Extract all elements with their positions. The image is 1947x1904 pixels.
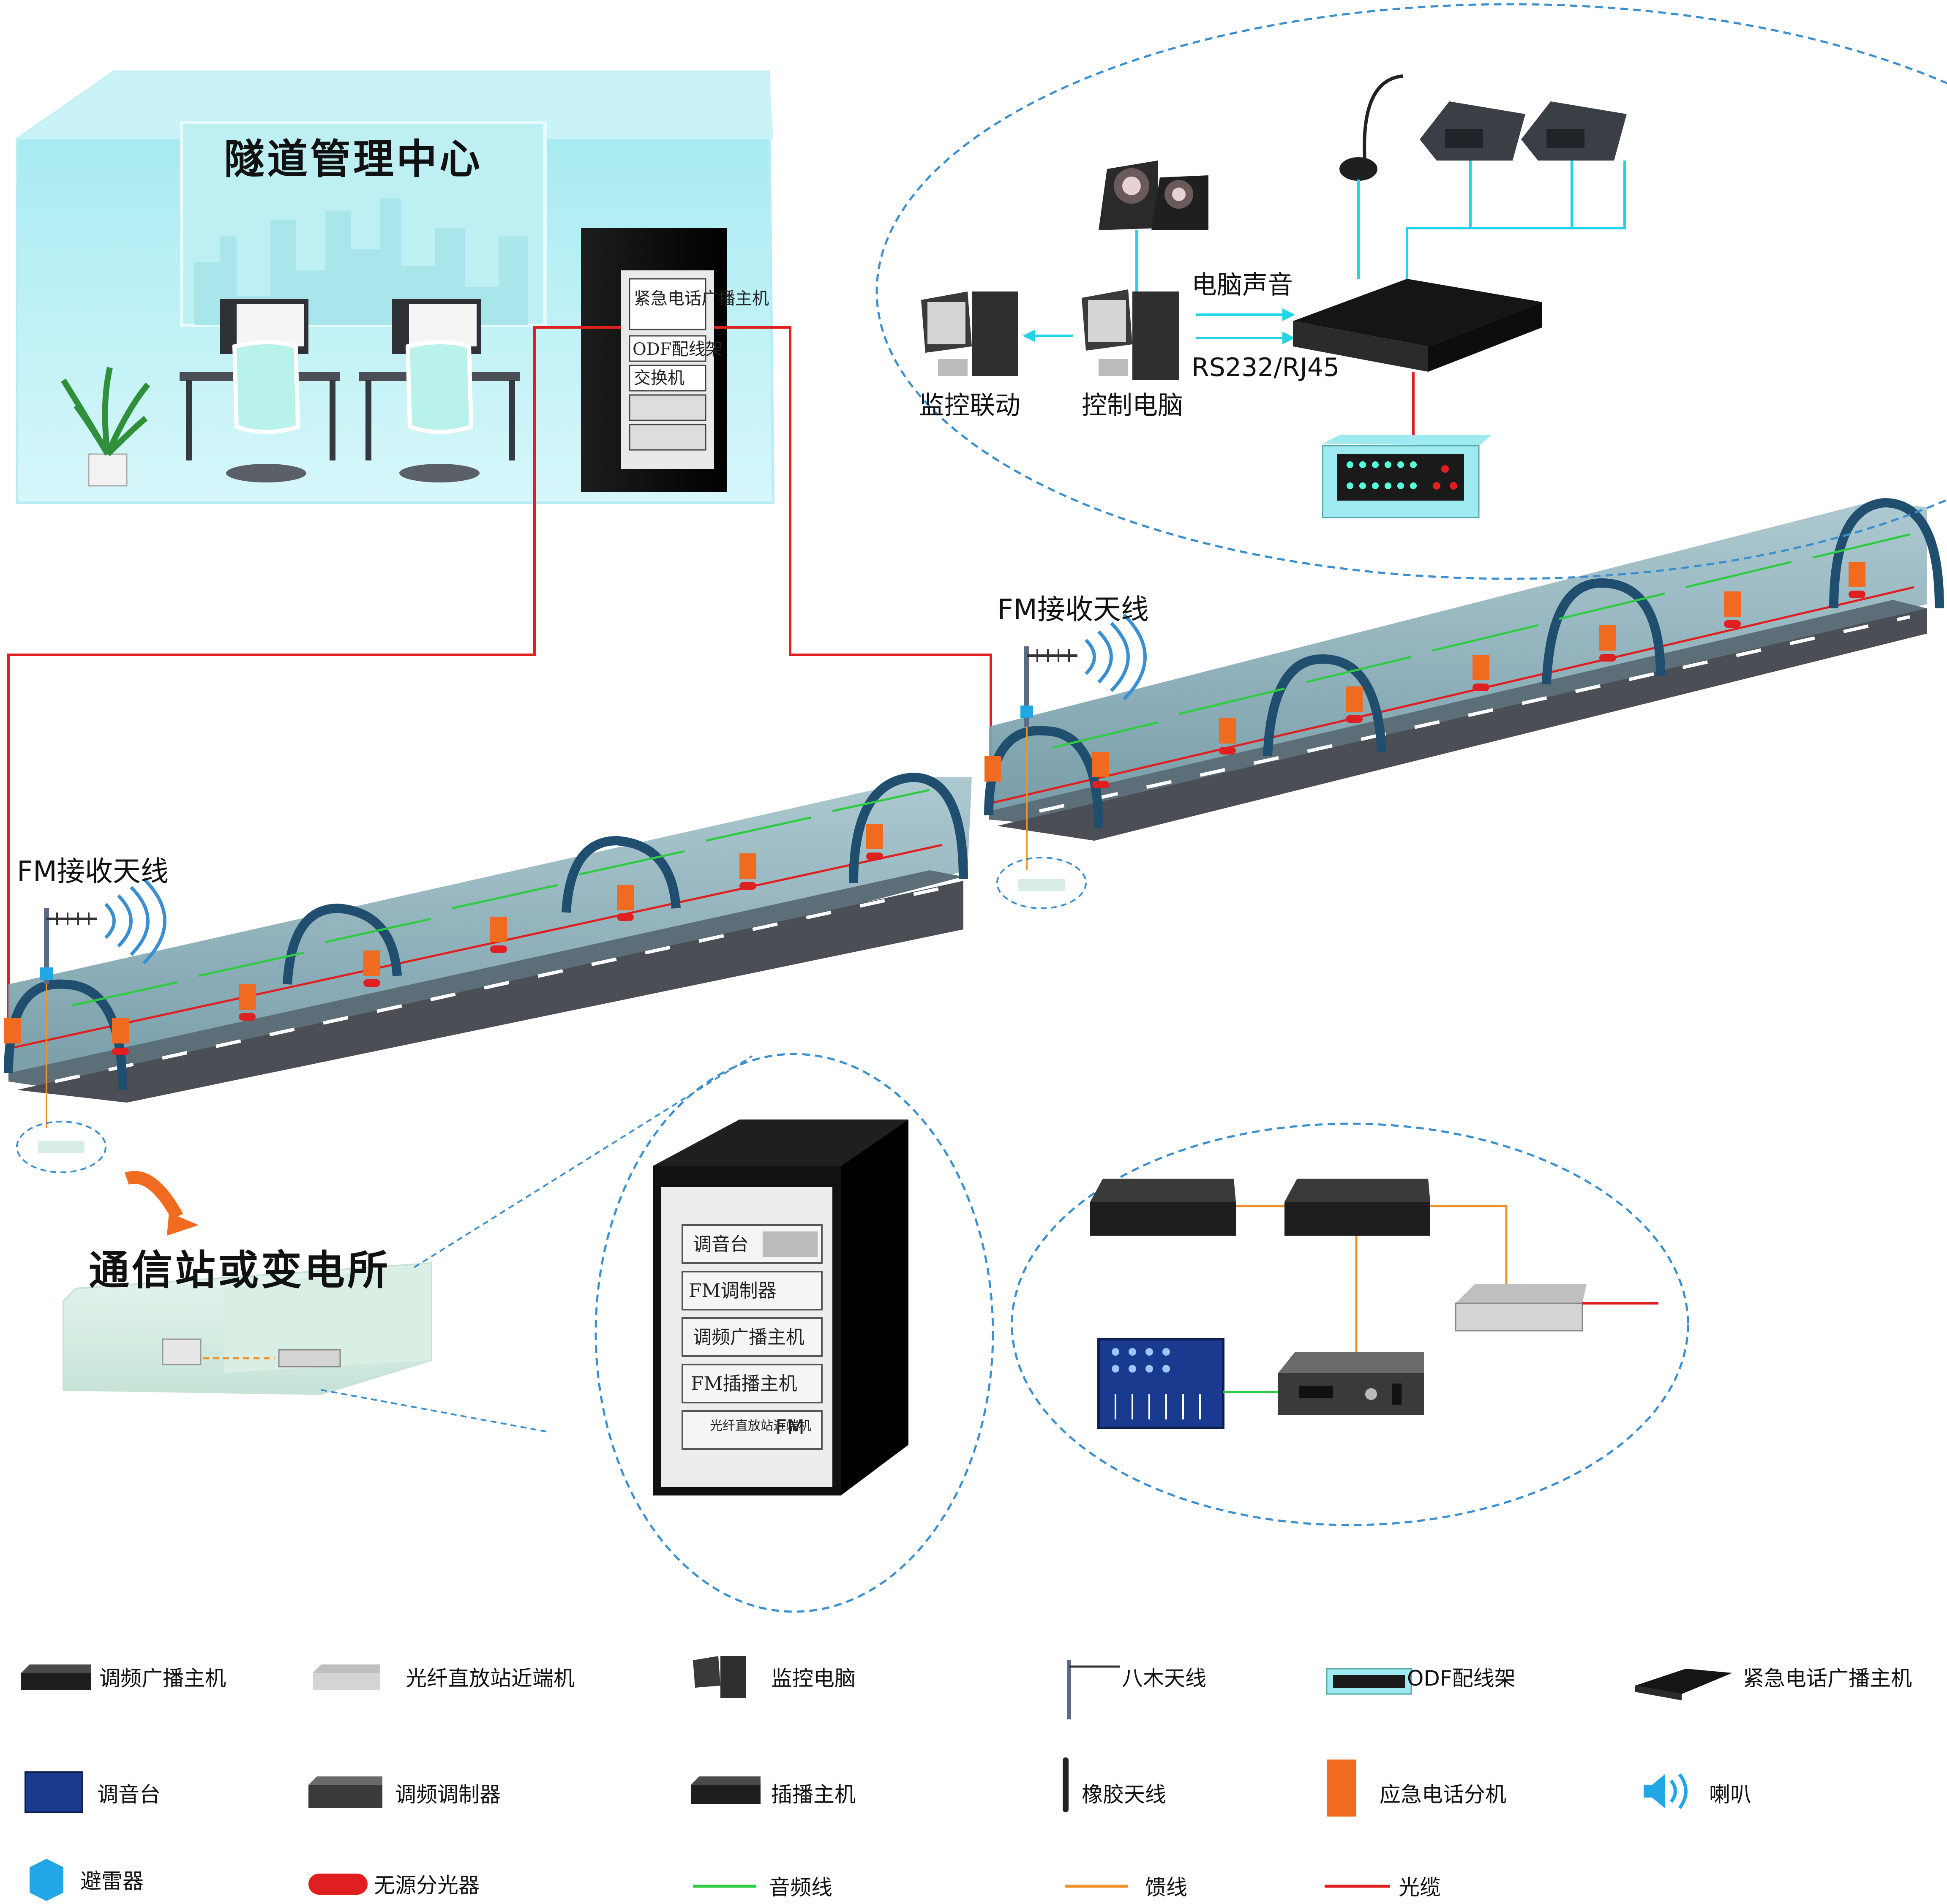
- legend-label: 八木天线: [1122, 1666, 1206, 1691]
- splitter-icon: [308, 1874, 368, 1895]
- substation: [63, 1055, 753, 1433]
- legend: [21, 1656, 1732, 1901]
- legend-label: 光缆: [1399, 1875, 1441, 1900]
- center-title: 隧道管理中心: [224, 136, 483, 183]
- management-center: [16, 71, 775, 504]
- station-rack: [653, 1120, 908, 1495]
- fm-antenna-left-label: FM接收天线: [17, 855, 169, 888]
- rs232-label: RS232/RJ45: [1192, 353, 1339, 382]
- rack-label-switch: 交换机: [634, 368, 684, 388]
- rack-label-odf: ODF配线架: [633, 340, 723, 359]
- speaker-icon: [1644, 1773, 1688, 1809]
- fm-broadcast-host-icon: [21, 1664, 91, 1690]
- station-rack-fm-badge: FM: [775, 1416, 804, 1439]
- legend-label: 音频线: [769, 1875, 832, 1900]
- station-rack-item-insert-host: FM插播主机: [691, 1373, 797, 1395]
- odf-icon: [1326, 1668, 1412, 1695]
- legend-label: 调频广播主机: [99, 1666, 226, 1691]
- fm-antenna-right: [996, 613, 1147, 909]
- yagi-antenna-icon: [1067, 1660, 1120, 1719]
- substation-title: 通信站或变电所: [89, 1247, 390, 1294]
- control-pc-label: 控制电脑: [1082, 391, 1183, 420]
- legend-label: 馈线: [1145, 1875, 1187, 1900]
- fm-antenna-left: [16, 877, 166, 1173]
- mixer-icon: [25, 1771, 83, 1813]
- legend-label: 无源分光器: [374, 1873, 480, 1898]
- station-rack-item-mixer: 调音台: [693, 1234, 749, 1255]
- tunnel-left: [4, 772, 972, 1103]
- station-rack-item-fm-host: 调频广播主机: [693, 1327, 804, 1348]
- monitor-link-label: 监控联动: [919, 391, 1020, 420]
- rubber-antenna-icon: [1063, 1757, 1069, 1812]
- station-rack-item-repeater: 光纤直放站近端机: [710, 1419, 811, 1433]
- fm-modulator-icon: [308, 1776, 382, 1808]
- legend-label: 调频调制器: [395, 1782, 501, 1807]
- emergency-host-icon: [1635, 1669, 1732, 1700]
- equipment-circle: [1011, 1122, 1689, 1526]
- legend-label: 应急电话分机: [1380, 1782, 1506, 1807]
- arrester-icon: [30, 1859, 63, 1901]
- legend-label: 紧急电话广播主机: [1743, 1666, 1912, 1691]
- station-rack-item-modulator: FM调制器: [689, 1280, 777, 1302]
- fiber-routes: [7, 326, 992, 1048]
- legend-label: 光纤直放站近端机: [406, 1666, 575, 1691]
- control-detail: [921, 74, 1627, 518]
- tunnel-right: [984, 498, 1944, 841]
- emergency-phone-icon: [1327, 1760, 1356, 1817]
- legend-label: ODF配线架: [1407, 1666, 1516, 1691]
- station-rack-circle: [594, 1053, 994, 1613]
- legend-label: 插播主机: [771, 1782, 856, 1807]
- rack-label-emergency-1: 紧急电话广播主机: [634, 289, 769, 308]
- legend-label: 监控电脑: [771, 1666, 856, 1691]
- monitor-pc-icon: [693, 1656, 746, 1698]
- legend-label: 避雷器: [80, 1869, 144, 1893]
- legend-label: 调音台: [97, 1782, 161, 1807]
- fiber-repeater-icon: [313, 1664, 380, 1690]
- fm-antenna-right-label: FM接收天线: [997, 593, 1149, 626]
- pc-audio-label: 电脑声音: [1192, 270, 1293, 300]
- control-detail-circle: [875, 3, 1947, 580]
- legend-label: 喇叭: [1709, 1782, 1751, 1807]
- emergency-phone-units: [4, 824, 883, 1043]
- insert-host-icon: [691, 1776, 761, 1804]
- equipment-detail: [1090, 1179, 1658, 1429]
- legend-label: 橡胶天线: [1082, 1782, 1166, 1807]
